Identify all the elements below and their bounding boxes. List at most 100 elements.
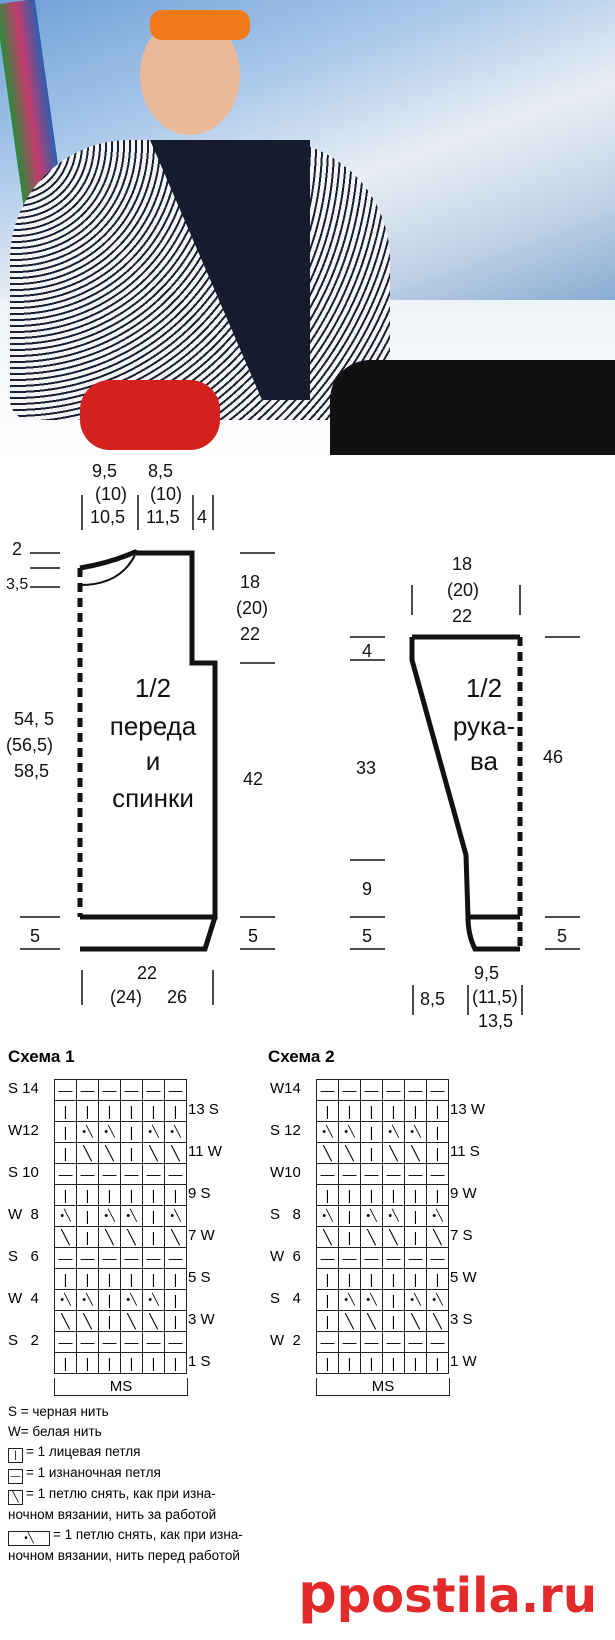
knit-stitch-icon: | bbox=[120, 1184, 143, 1206]
slip-front-stitch-icon: •╲ bbox=[76, 1121, 99, 1143]
slip-back-stitch-icon: ╲ bbox=[426, 1310, 449, 1332]
slip-back-stitch-icon: ╲ bbox=[54, 1226, 77, 1248]
model-photo bbox=[0, 0, 615, 455]
knit-stitch-icon: | bbox=[120, 1352, 143, 1374]
dim: 22 bbox=[137, 963, 157, 983]
purl-stitch-icon: — bbox=[120, 1163, 143, 1185]
knit-stitch-icon: | bbox=[360, 1142, 383, 1164]
row-label-left: S 14 bbox=[8, 1080, 39, 1097]
purl-stitch-icon: — bbox=[142, 1079, 165, 1101]
knit-stitch-icon: | bbox=[164, 1310, 187, 1332]
knit-stitch-icon: | bbox=[76, 1100, 99, 1122]
knit-stitch-icon: | bbox=[98, 1268, 121, 1290]
slip-back-stitch-icon: ╲ bbox=[316, 1142, 339, 1164]
chart-row: |╲╲|╲╲ bbox=[316, 1310, 449, 1332]
slip-back-stitch-icon: ╲ bbox=[164, 1142, 187, 1164]
sleeve-title: 1/2 bbox=[466, 673, 502, 703]
dim: (10) bbox=[95, 484, 127, 504]
slip-back-stitch-icon: ╲ bbox=[382, 1142, 405, 1164]
dim: 9 bbox=[362, 879, 372, 899]
row-label-left: W 4 bbox=[8, 1290, 39, 1307]
chart-row: |╲╲|╲╲ bbox=[54, 1142, 187, 1164]
legend-purl: = 1 изнаночная петля bbox=[26, 1465, 161, 1480]
slip-back-stitch-icon: ╲ bbox=[54, 1310, 77, 1332]
slip-back-stitch-icon: ╲ bbox=[404, 1310, 427, 1332]
purl-stitch-icon: — bbox=[76, 1163, 99, 1185]
purl-stitch-icon: — bbox=[142, 1163, 165, 1185]
dim: 5 bbox=[248, 926, 258, 946]
dim: 9,5 bbox=[474, 963, 499, 983]
row-label-left: W12 bbox=[8, 1122, 39, 1139]
knit-stitch-icon: | bbox=[404, 1352, 427, 1374]
slip-front-stitch-icon: •╲ bbox=[316, 1121, 339, 1143]
slip-front-stitch-icon: •╲ bbox=[120, 1205, 143, 1227]
slip-front-stitch-icon: •╲ bbox=[426, 1289, 449, 1311]
purl-stitch-icon: — bbox=[338, 1247, 361, 1269]
chart-row: —————— bbox=[54, 1247, 187, 1269]
chart-row: |||||| bbox=[54, 1352, 187, 1374]
slip-front-stitch-icon: •╲ bbox=[426, 1205, 449, 1227]
slip-front-stitch-icon: •╲ bbox=[360, 1205, 383, 1227]
row-label-left: S 12 bbox=[270, 1122, 301, 1139]
purl-stitch-icon: — bbox=[120, 1331, 143, 1353]
knit-stitch-icon: | bbox=[382, 1352, 405, 1374]
knit-stitch-icon: | bbox=[98, 1310, 121, 1332]
knit-stitch-icon: | bbox=[120, 1268, 143, 1290]
knit-stitch-icon: | bbox=[142, 1100, 165, 1122]
slip-back-stitch-icon: ╲ bbox=[316, 1226, 339, 1248]
chart-row: |||||| bbox=[54, 1268, 187, 1290]
knit-stitch-icon: | bbox=[98, 1184, 121, 1206]
chart-row: ╲╲|╲╲| bbox=[316, 1142, 449, 1164]
body-title: и bbox=[146, 746, 161, 776]
knit-stitch-icon: | bbox=[426, 1121, 449, 1143]
sleeve-title: рука- bbox=[453, 711, 515, 741]
purl-stitch-icon: — bbox=[382, 1331, 405, 1353]
knit-stitch-icon: | bbox=[142, 1184, 165, 1206]
purl-stitch-icon: — bbox=[76, 1079, 99, 1101]
purl-stitch-icon: — bbox=[164, 1247, 187, 1269]
purl-stitch-icon: — bbox=[98, 1163, 121, 1185]
knit-stitch-icon: | bbox=[54, 1142, 77, 1164]
chart-title: Схема 2 bbox=[268, 1047, 335, 1066]
knit-stitch-icon: | bbox=[426, 1142, 449, 1164]
slip-back-symbol-icon: ╲ bbox=[8, 1490, 23, 1505]
chart-row: —————— bbox=[316, 1331, 449, 1353]
purl-symbol-icon: — bbox=[8, 1469, 23, 1484]
dim: 22 bbox=[240, 624, 260, 644]
purl-stitch-icon: — bbox=[316, 1247, 339, 1269]
dim: 22 bbox=[452, 606, 472, 626]
chart-row: —————— bbox=[316, 1247, 449, 1269]
row-label-left: W14 bbox=[270, 1080, 301, 1097]
dim: 4 bbox=[362, 641, 372, 661]
chart-footer-ms: MS bbox=[316, 1378, 450, 1396]
knit-stitch-icon: | bbox=[164, 1289, 187, 1311]
row-label-right: 11 S bbox=[450, 1143, 480, 1160]
dim: 18 bbox=[240, 572, 260, 592]
chart-grid: ——————|||||||•╲•╲|•╲•╲|╲╲|╲╲——————||||||… bbox=[54, 1079, 187, 1374]
purl-stitch-icon: — bbox=[316, 1331, 339, 1353]
knit-stitch-icon: | bbox=[142, 1352, 165, 1374]
dim: 58,5 bbox=[14, 761, 49, 781]
purl-stitch-icon: — bbox=[98, 1247, 121, 1269]
watermark-text: postila.ru bbox=[336, 1568, 597, 1624]
knit-stitch-icon: | bbox=[76, 1352, 99, 1374]
chart-row: |||||| bbox=[316, 1268, 449, 1290]
chart-row: |||||| bbox=[54, 1100, 187, 1122]
chart-row: ╲╲|╲╲| bbox=[54, 1310, 187, 1332]
slip-front-stitch-icon: •╲ bbox=[98, 1205, 121, 1227]
knit-stitch-icon: | bbox=[54, 1352, 77, 1374]
legend: S = черная нить W= белая нить |= 1 лицев… bbox=[8, 1402, 243, 1566]
slip-back-stitch-icon: ╲ bbox=[98, 1226, 121, 1248]
knit-stitch-icon: | bbox=[404, 1205, 427, 1227]
chart-row: |||||| bbox=[316, 1184, 449, 1206]
chart-row: |•╲•╲|•╲•╲ bbox=[54, 1121, 187, 1143]
row-label-right: 5 S bbox=[188, 1269, 211, 1286]
knit-stitch-icon: | bbox=[54, 1121, 77, 1143]
slip-back-stitch-icon: ╲ bbox=[164, 1226, 187, 1248]
legend-w: W= белая нить bbox=[8, 1424, 102, 1439]
slip-front-stitch-icon: •╲ bbox=[382, 1205, 405, 1227]
dim: 26 bbox=[167, 987, 187, 1007]
chart-row: |||||| bbox=[54, 1184, 187, 1206]
purl-stitch-icon: — bbox=[98, 1079, 121, 1101]
